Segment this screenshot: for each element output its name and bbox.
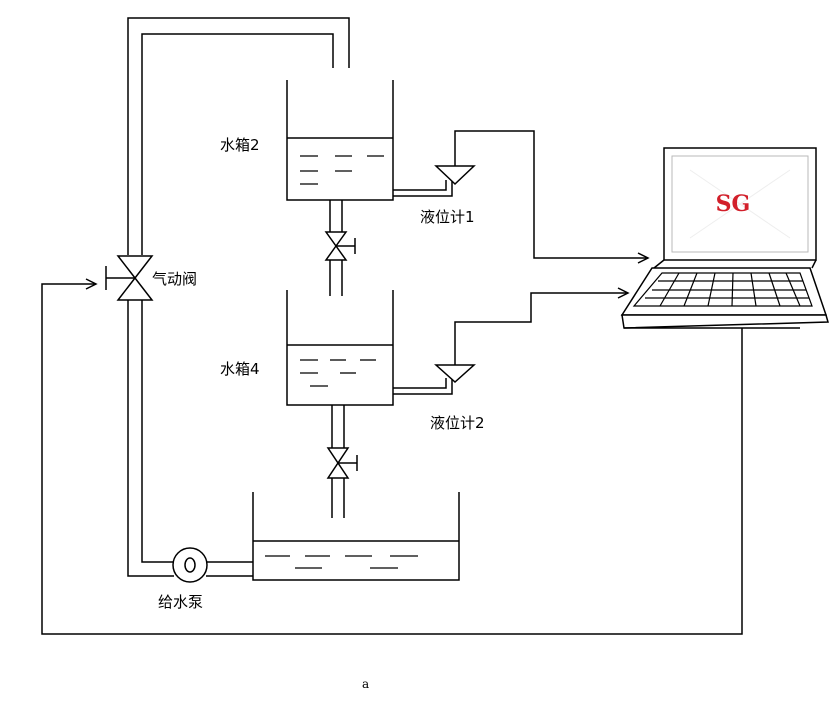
pneumatic-valve[interactable]	[105, 255, 154, 301]
laptop-keyboard	[632, 272, 813, 307]
control-signal-line	[41, 278, 743, 635]
top-feed-pipe	[127, 17, 350, 255]
pneumatic-valve-label: 气动阀	[152, 270, 197, 288]
tank-2-manual-valve[interactable]	[324, 231, 356, 261]
tank-4	[286, 290, 394, 406]
tank-2	[286, 80, 394, 201]
reservoir	[252, 492, 460, 581]
tank-2-label: 水箱2	[220, 136, 260, 154]
level-meter-1	[393, 130, 650, 264]
reservoir-water	[265, 555, 418, 569]
level-meter-2	[393, 287, 630, 395]
screen-logo: SG	[689, 169, 791, 239]
tank-2-water	[300, 155, 384, 185]
laptop	[620, 147, 829, 329]
figure-caption: a	[362, 677, 369, 691]
level-meter-1-label: 液位计1	[420, 208, 475, 226]
feed-pump[interactable]	[172, 547, 208, 583]
level-meter-2-label: 液位计2	[430, 414, 485, 432]
tank-4-label: 水箱4	[220, 360, 260, 378]
tank-4-manual-valve[interactable]	[326, 447, 358, 479]
screen-logo-text: SG	[716, 191, 751, 217]
pump-pipes	[127, 300, 253, 577]
tank-4-water	[300, 359, 376, 387]
feed-pump-label: 给水泵	[158, 593, 203, 611]
